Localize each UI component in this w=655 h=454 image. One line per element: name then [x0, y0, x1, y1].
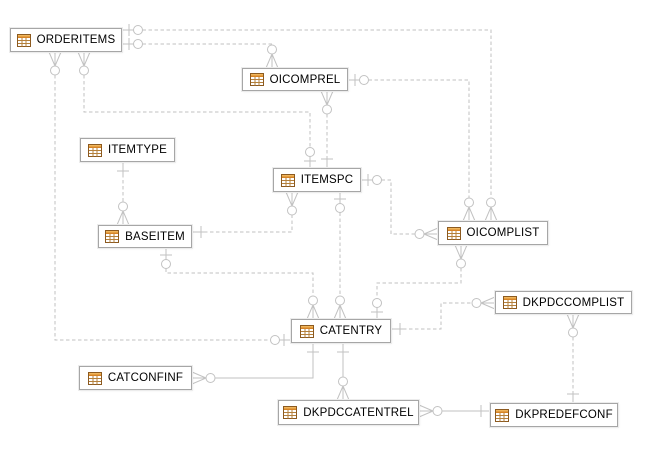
table-icon: [16, 33, 31, 47]
entity-itemtype[interactable]: ITEMTYPE: [80, 138, 175, 162]
relationship-baseitem-catentry[interactable]: [160, 248, 320, 320]
entity-oicomprel[interactable]: OICOMPREL: [242, 68, 348, 91]
relationship-oicomprel-itemspc[interactable]: [320, 90, 334, 168]
table-icon: [283, 406, 298, 419]
relationship-catentry-dkpdccomplist[interactable]: [391, 296, 496, 335]
table-icon: [280, 173, 295, 187]
entity-label: CATENTRY: [319, 325, 383, 337]
relationship-itemtype-baseitem[interactable]: [116, 162, 130, 226]
table-icon: [105, 230, 120, 243]
entity-baseitem[interactable]: BASEITEM: [98, 225, 192, 248]
entity-label: OICOMPLIST: [466, 227, 540, 239]
relationship-catentry-dkpdccatentrel[interactable]: [336, 343, 350, 401]
entity-label: CATCONFINF: [107, 372, 184, 384]
entity-orderitems[interactable]: ORDERITEMS: [10, 28, 122, 52]
relationship-itemspc-catentry[interactable]: [333, 192, 347, 320]
relationship-oicomplist-catentry[interactable]: [371, 244, 468, 319]
entity-dkpredefconf[interactable]: DKPREDEFCONF: [490, 403, 618, 427]
table-icon: [299, 324, 314, 338]
relationship-orderitems-itemspc[interactable]: [77, 51, 316, 168]
relationship-dkpdccatentrel-dkpredefconf[interactable]: [418, 404, 490, 418]
relationship-orderitems-catentry[interactable]: [48, 51, 291, 346]
relationship-orderitems-oicomprel[interactable]: [122, 38, 279, 69]
table-icon: [502, 296, 517, 309]
entity-label: DKPDCCOMPLIST: [522, 296, 625, 309]
entity-label: BASEITEM: [125, 230, 185, 243]
table-icon: [446, 226, 461, 240]
entity-catentry[interactable]: CATENTRY: [291, 319, 391, 343]
relationship-orderitems-oicomplist[interactable]: [122, 24, 498, 222]
relationship-catentry-catconfinf[interactable]: [191, 343, 319, 385]
relationship-baseitem-itemspc[interactable]: [192, 191, 299, 238]
entity-oicomplist[interactable]: OICOMPLIST: [438, 221, 548, 245]
table-icon: [87, 371, 102, 385]
entity-dkpdccomplist[interactable]: DKPDCCOMPLIST: [495, 291, 632, 314]
table-icon: [495, 408, 510, 422]
entity-catconfinf[interactable]: CATCONFINF: [79, 366, 192, 390]
table-icon: [87, 143, 102, 157]
relationship-oicomprel-oicomplist[interactable]: [348, 74, 476, 222]
entity-label: DKPREDEFCONF: [515, 409, 613, 421]
relationship-dkpdccomplist-dkpredefconf[interactable]: [566, 313, 580, 403]
entity-label: ITEMSPC: [300, 174, 354, 186]
table-icon: [249, 73, 264, 86]
entity-label: DKPDCCATENTREL: [303, 406, 414, 419]
relationship-itemspc-oicomplist[interactable]: [361, 174, 439, 241]
entity-dkpdccatentrel[interactable]: DKPDCCATENTREL: [278, 400, 419, 425]
entity-label: ITEMTYPE: [107, 144, 168, 156]
entity-label: ORDERITEMS: [36, 34, 116, 46]
entity-itemspc[interactable]: ITEMSPC: [273, 168, 361, 192]
entity-label: OICOMPREL: [269, 73, 341, 86]
